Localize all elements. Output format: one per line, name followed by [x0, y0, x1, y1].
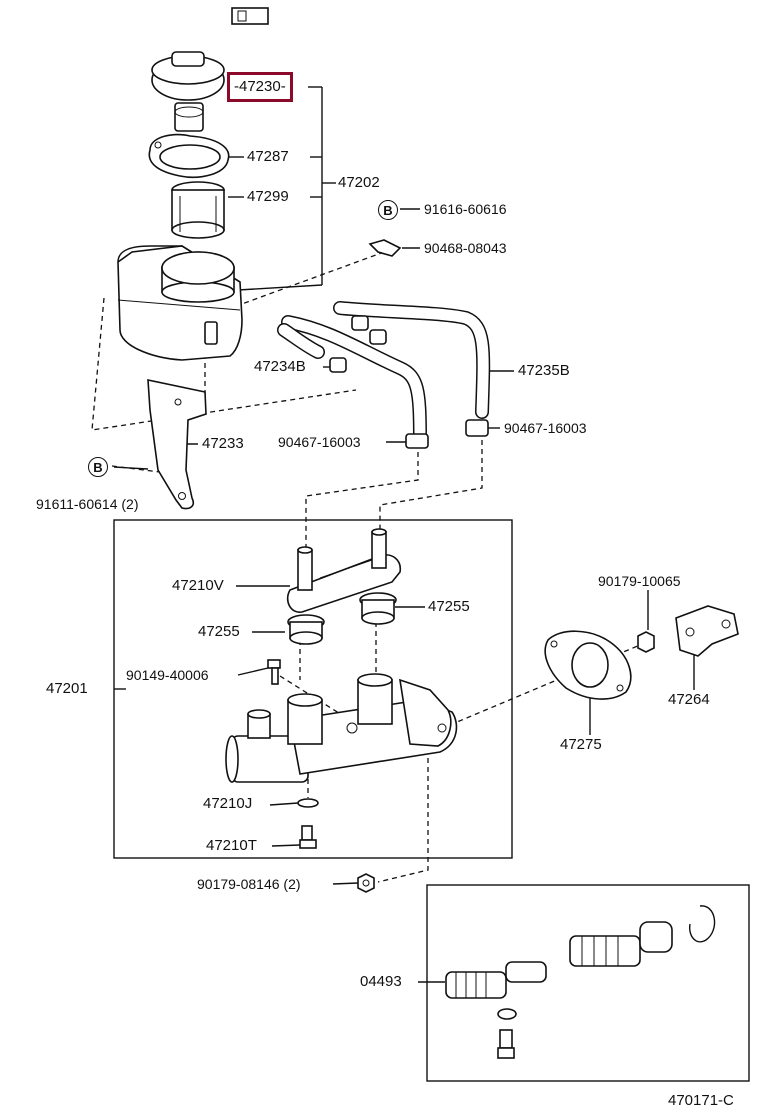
dashed-guides [91, 251, 641, 883]
badge-b-top: B [378, 200, 398, 220]
reservoir-tank [117, 245, 243, 361]
label-90149-40006: 90149-40006 [126, 667, 209, 683]
label-90179-10065: 90179-10065 [598, 573, 681, 589]
label-47287: 47287 [247, 148, 289, 165]
label-47201: 47201 [46, 680, 88, 697]
screw-90149 [267, 659, 281, 685]
label-47264: 47264 [668, 691, 710, 708]
bracket-47233 [147, 378, 207, 510]
label-47275: 47275 [560, 736, 602, 753]
union-47210v [286, 528, 402, 613]
label-47210v: 47210V [172, 577, 224, 594]
gasket-47287 [148, 133, 230, 178]
clip-90468 [368, 239, 402, 257]
hose-47234b [277, 315, 429, 449]
label-47230-highlighted: -47230- [227, 72, 293, 102]
badge-b-bottom: B [88, 457, 108, 477]
grommet-47255-right [359, 592, 397, 625]
label-47255-right: 47255 [428, 598, 470, 615]
piston-primary [569, 921, 673, 967]
gasket-47275 [544, 630, 632, 700]
reservoir-cap-sensor [145, 7, 269, 132]
leader-lines [113, 86, 695, 983]
snap-ring [689, 905, 716, 943]
label-90467-16003-left: 90467-16003 [278, 434, 361, 450]
diagram-code: 470171-C [668, 1092, 734, 1109]
label-47255-left: 47255 [198, 623, 240, 640]
label-47210t: 47210T [206, 837, 257, 854]
label-47233: 47233 [202, 435, 244, 452]
oring-47210j [297, 798, 319, 808]
label-04493: 04493 [360, 973, 402, 990]
label-47234b: 47234B [254, 358, 306, 375]
kit-washer [497, 1008, 517, 1020]
hose-47235b [333, 301, 491, 437]
kit-screw [497, 1029, 515, 1059]
label-90179-08146: 90179-08146 (2) [197, 876, 301, 892]
screw-47210t [299, 825, 317, 849]
label-91616-60616: 91616-60616 [424, 201, 507, 217]
master-cylinder-body [225, 673, 458, 783]
nut-90179-08146 [357, 873, 375, 893]
label-91611-60614: 91611-60614 (2) [36, 496, 139, 512]
repair-kit-box [426, 884, 750, 1082]
nut-90179-10065 [637, 631, 655, 653]
label-47235b: 47235B [518, 362, 570, 379]
clevis-47264 [675, 605, 739, 657]
grommet-47255-left [287, 614, 325, 645]
label-47202: 47202 [338, 174, 380, 191]
label-90468-08043: 90468-08043 [424, 240, 507, 256]
piston-secondary [445, 961, 547, 999]
strainer-47299 [171, 181, 225, 239]
master-cylinder-box [113, 519, 513, 859]
label-47299: 47299 [247, 188, 289, 205]
label-47210j: 47210J [203, 795, 253, 812]
label-90467-16003-right: 90467-16003 [504, 420, 587, 436]
